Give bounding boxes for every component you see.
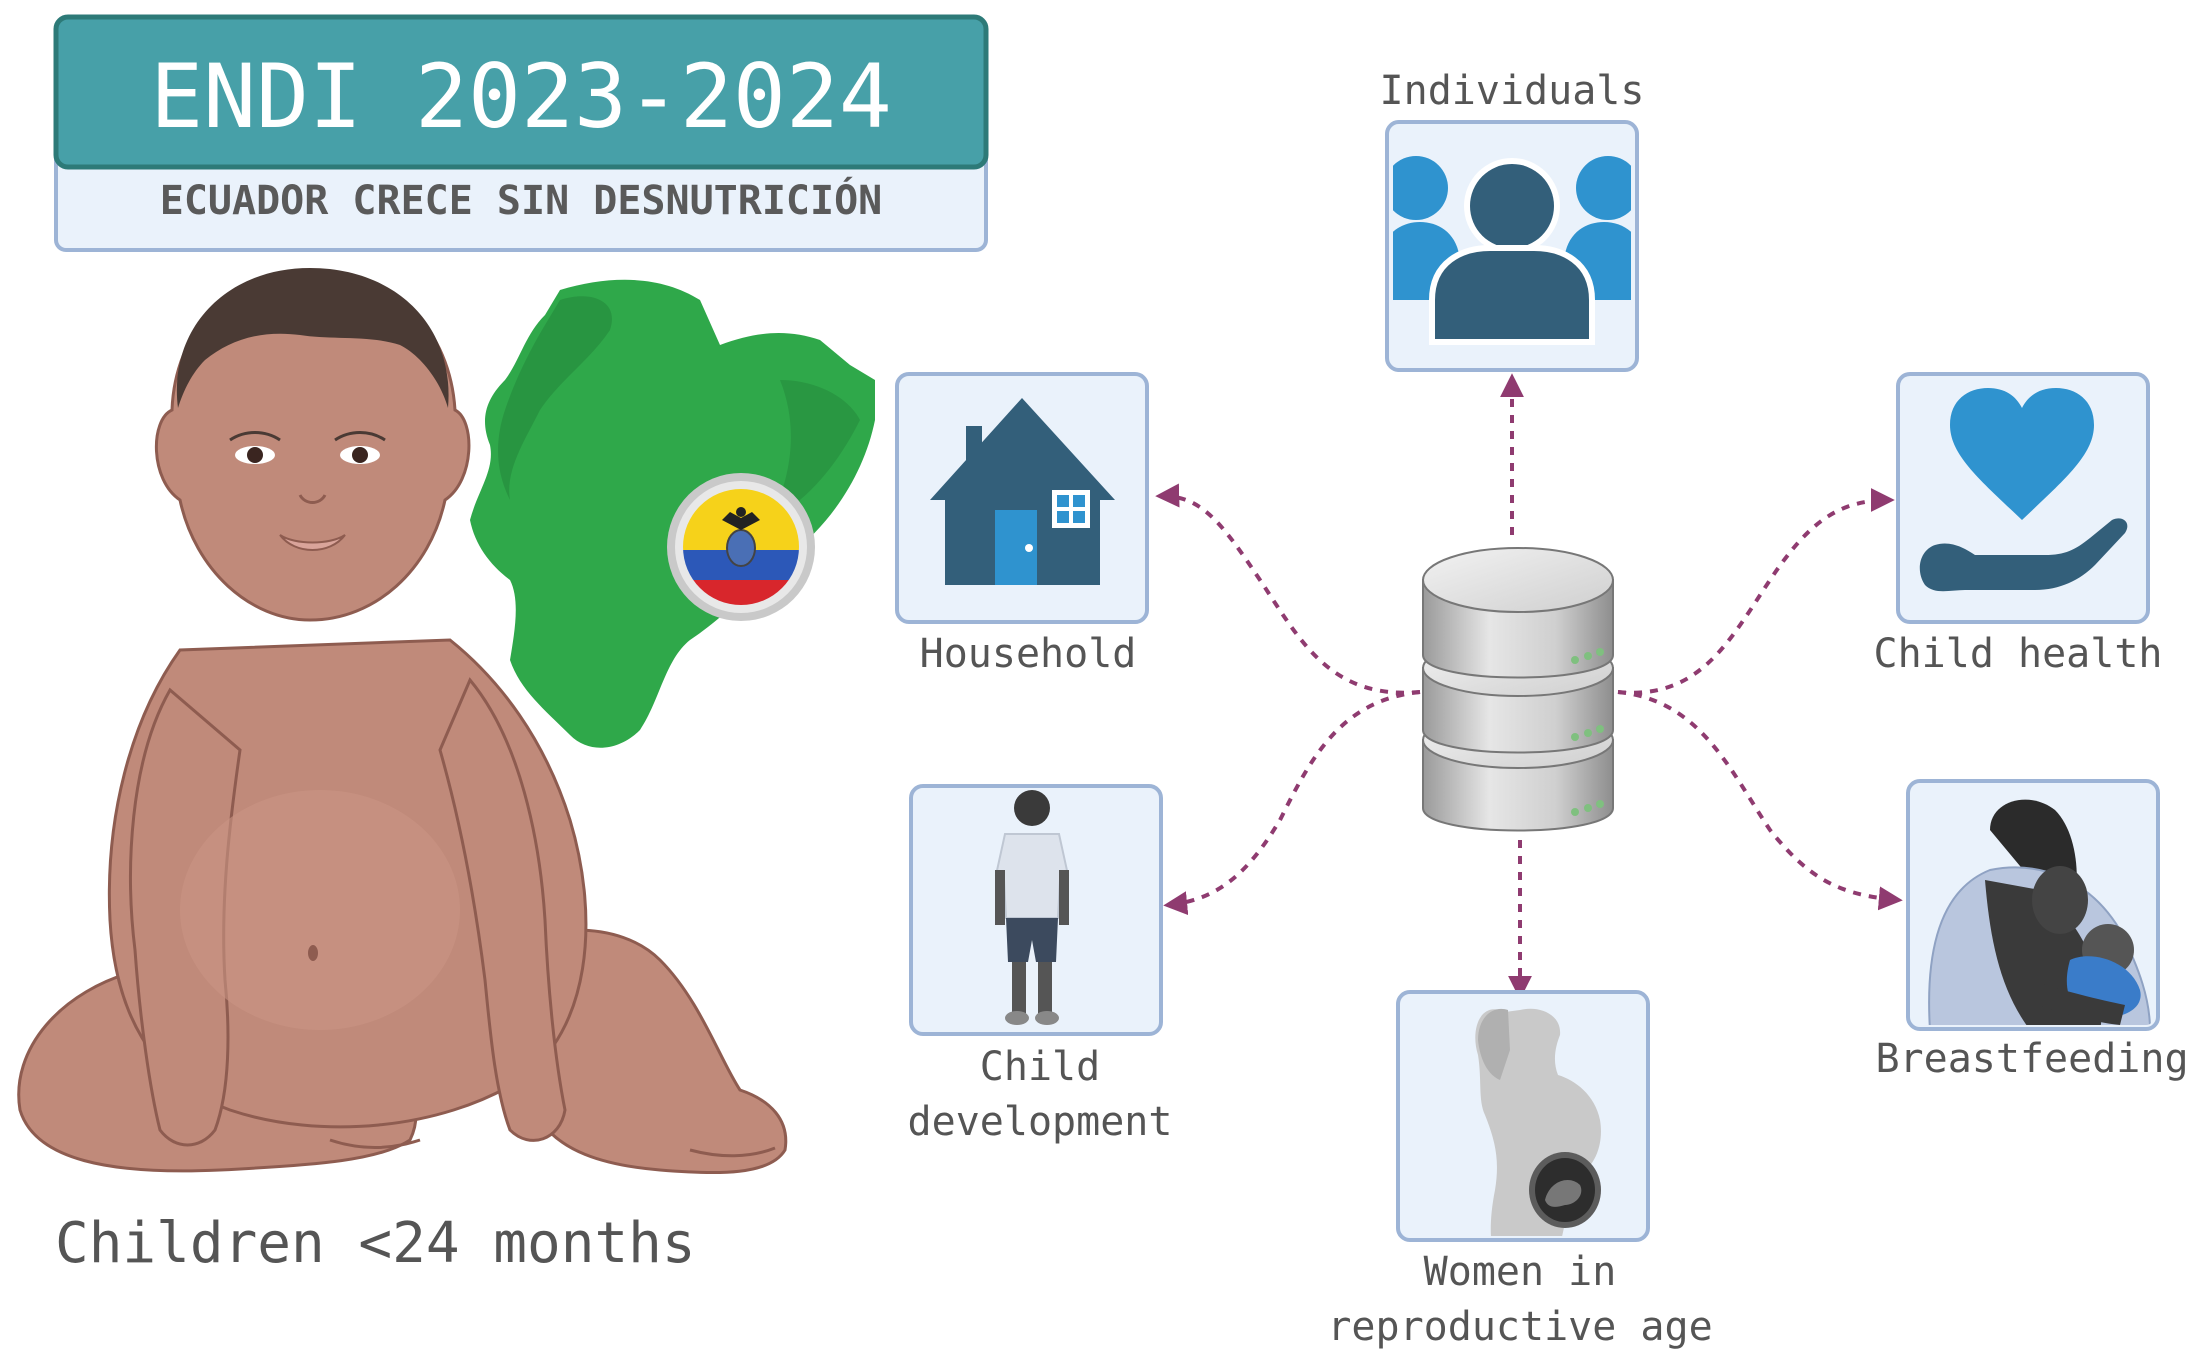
title-box (53, 14, 989, 170)
pregnant-woman-icon (1475, 1008, 1601, 1236)
label-household: Household (920, 631, 1137, 677)
population-label: Children <24 months (55, 1211, 696, 1276)
module-household (895, 372, 1149, 624)
module-child-development (909, 784, 1163, 1036)
module-child-health (1896, 372, 2150, 624)
header: ENDI 2023-2024 ECUADOR CRECE SIN DESNUTR… (53, 14, 989, 252)
arrow-to-breastfeeding (1617, 690, 1903, 911)
connector-arrows (1155, 373, 1903, 1000)
label-women-line-2: reproductive age (1327, 1304, 1712, 1350)
house-icon (930, 398, 1115, 585)
mother-breastfeeding-icon (1928, 799, 2152, 1025)
label-individuals: Individuals (1380, 68, 1645, 114)
label-child-health: Child health (1874, 631, 2163, 677)
label-women-line-1: Women in (1424, 1249, 1617, 1295)
header-subtitle: ECUADOR CRECE SIN DESNUTRICIÓN (160, 176, 882, 224)
ecuador-flag-icon (667, 473, 815, 621)
ecuador-map-icon (470, 279, 875, 748)
child-figure-icon (994, 790, 1070, 1025)
header-title: ENDI 2023-2024 (150, 45, 892, 148)
database-icon (1422, 547, 1614, 832)
label-breastfeeding: Breastfeeding (1875, 1036, 2188, 1082)
arrow-to-child-development (1163, 690, 1421, 916)
arrow-to-child-health (1617, 488, 1895, 695)
baby-illustration (17, 268, 788, 1175)
heart-in-hand-icon (1919, 388, 2128, 592)
label-child-development-line-1: Child (980, 1044, 1100, 1090)
people-group-icon (1393, 156, 1631, 345)
module-women (1396, 990, 1650, 1242)
label-child-development-line-2: development (908, 1099, 1173, 1145)
module-individuals (1385, 120, 1639, 372)
arrow-to-household (1155, 483, 1421, 695)
module-breastfeeding (1906, 779, 2160, 1031)
